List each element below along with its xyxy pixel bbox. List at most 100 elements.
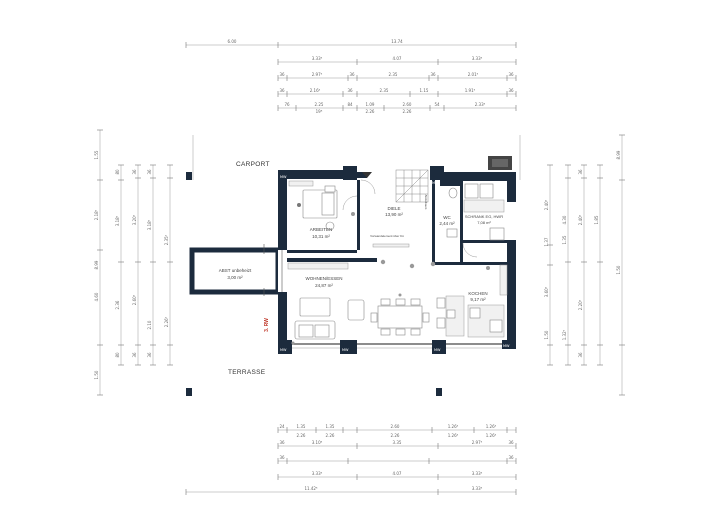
dim-left-a3: 8.99 <box>94 260 99 269</box>
dim-left-d2: 3.18⁵ <box>147 219 152 230</box>
dim-bot-1i: 2.26 <box>391 433 400 438</box>
dim-top-5f: 54 <box>434 102 440 107</box>
dim-left-c1: 36 <box>132 169 137 175</box>
dim-bot-1h: 2.26 <box>326 433 335 438</box>
dim-top-5h: 19⁵ <box>316 109 323 114</box>
dim-right-a3: 3.60⁵ <box>544 286 549 297</box>
dim-bot-1g: 2.26 <box>297 433 306 438</box>
light-icon <box>430 261 436 267</box>
arbeiten-room: ARBEITEN 10,31 m² <box>288 180 358 239</box>
top-dimensions: 6.00 13.74 3.33⁵ 4.07 3.33⁵ 36 2.97⁵ 36 … <box>185 39 517 114</box>
dim-left-a2: 2.18⁵ <box>94 209 99 220</box>
dim-bot-3b: 3.33⁵ <box>312 471 323 476</box>
dim-bot-3d: 3.33⁵ <box>472 471 483 476</box>
dim-bot-2b: 3.10⁵ <box>312 440 323 445</box>
dim-top-4g: 36 <box>508 88 514 93</box>
arbeiten-area: 10,31 m² <box>312 234 330 239</box>
dim-left-d1: 36 <box>147 169 152 175</box>
dim-top-4f: 1.91⁵ <box>465 88 476 93</box>
dim-top-1b: 13.74 <box>391 39 403 44</box>
dim-top-3f: 2.01⁵ <box>468 72 479 77</box>
dim-top-2b: 4.07 <box>393 56 402 61</box>
wc-room: WC 2,44 m² <box>439 187 458 238</box>
dim-top-4e: 1.15 <box>420 88 429 93</box>
kochen-label: KOCHEN <box>468 291 487 296</box>
dim-top-3b: 2.97⁵ <box>312 72 323 77</box>
wohnen-area: 24,87 m² <box>315 283 333 288</box>
dim-right-d3: 1.50 <box>616 265 621 274</box>
stair-note: Abstellraum <box>424 195 428 210</box>
abst-room: ABST unbeheizt 3,00 m² <box>189 247 281 295</box>
dim-top-5j: 2.26 <box>403 109 412 114</box>
dim-top-3c: 36 <box>349 72 355 77</box>
dim-bot-2e: 36 <box>508 440 514 445</box>
dim-bot-2d: 2.97⁵ <box>472 440 483 445</box>
dim-top-4a: 36 <box>279 88 285 93</box>
entrance-marker: 3. RW <box>264 318 270 332</box>
svg-text:MW: MW <box>342 348 349 352</box>
dim-top-1a: 6.00 <box>228 39 237 44</box>
dim-top-3g: 36 <box>508 72 514 77</box>
carport-post <box>186 172 192 180</box>
dim-left-c4: 36 <box>132 352 137 358</box>
dim-right-d2: 8.99 <box>616 150 621 159</box>
abst-area: 3,00 m² <box>227 275 243 280</box>
dim-top-3d: 2.35 <box>389 72 398 77</box>
dim-top-5b: 2.25 <box>315 102 324 107</box>
dim-right-c4: 36 <box>578 352 583 358</box>
dim-bot-1a: 24 <box>279 424 285 429</box>
dim-bot-3c: 4.07 <box>393 471 402 476</box>
dim-left-c2: 3.20⁵ <box>132 214 137 225</box>
dim-left-a5: 1.50 <box>94 370 99 379</box>
dim-right-a2: 1.37 <box>544 237 549 246</box>
dim-right-b1: 1.35 <box>562 235 567 244</box>
svg-text:MW: MW <box>345 181 352 185</box>
entry-arrow-icon <box>362 172 372 178</box>
dim-top-5g: 2.33⁵ <box>475 102 486 107</box>
dim-left-e1: 2.35⁵ <box>164 234 169 245</box>
dim-top-5c: 84 <box>347 102 353 107</box>
dim-right-a4: 1.50 <box>544 330 549 339</box>
dim-top-5i: 2.26 <box>366 109 375 114</box>
svg-text:MW: MW <box>280 175 287 179</box>
dim-top-5e: 2.60 <box>403 102 412 107</box>
arbeiten-label: ARBEITEN <box>310 227 333 232</box>
dim-bot-2c: 3.35 <box>393 440 402 445</box>
dim-left-b2: 3.18⁵ <box>115 215 120 226</box>
svg-text:MW: MW <box>503 344 510 348</box>
dim-bot-1k: 1.26⁵ <box>486 433 497 438</box>
dim-left-d3: 2.10 <box>147 320 152 329</box>
kochen-room: KOCHEN 9,17 m² <box>436 264 508 338</box>
dim-left-d4: 36 <box>147 352 152 358</box>
wc-label: WC <box>443 215 451 220</box>
bottom-dimensions: 24 1.35 1.35 2.60 1.26⁵ 1.26⁵ 2.26 2.26 … <box>185 424 517 495</box>
dim-top-5a: 76 <box>284 102 290 107</box>
dim-left-a4: 4.60 <box>94 292 99 301</box>
dim-top-3e: 36 <box>430 72 436 77</box>
staircase <box>395 169 429 203</box>
dim-right-c1: 36 <box>578 169 583 175</box>
dim-bot-1f: 1.26⁵ <box>486 424 497 429</box>
dim-bot-1c: 1.35 <box>326 424 335 429</box>
dining-table <box>377 305 423 329</box>
side-door <box>263 244 287 296</box>
diele-label: DIELE <box>387 206 400 211</box>
diele-room: DIELE 13,90 m² Abstellraum Vorwandelemen… <box>360 169 436 269</box>
dim-bot-3e: 36 <box>508 455 514 460</box>
armchair <box>347 299 365 321</box>
dim-right-b2: 4.30 <box>562 215 567 224</box>
dim-right-c3: 2.20⁵ <box>578 299 583 310</box>
wohnen-room: WOHNEN/ESSEN 24,87 m² <box>287 262 430 345</box>
svg-text:MW: MW <box>432 181 439 185</box>
dim-bot-4b: 3.33⁵ <box>472 486 483 491</box>
abst-label: ABST unbeheizt <box>219 268 252 273</box>
dim-top-2a: 3.33⁵ <box>312 56 323 61</box>
dim-left-b4: 80 <box>115 352 120 358</box>
wohnen-label: WOHNEN/ESSEN <box>305 276 342 281</box>
dim-bot-1e: 1.26⁵ <box>448 424 459 429</box>
terrace-post-right <box>436 388 442 396</box>
dim-right-b3: 1.32⁵ <box>562 329 567 340</box>
schrank-room: SCHRANK EG, HWR 7,08 m² <box>462 183 505 258</box>
dim-left-a1: 1.55 <box>94 150 99 159</box>
